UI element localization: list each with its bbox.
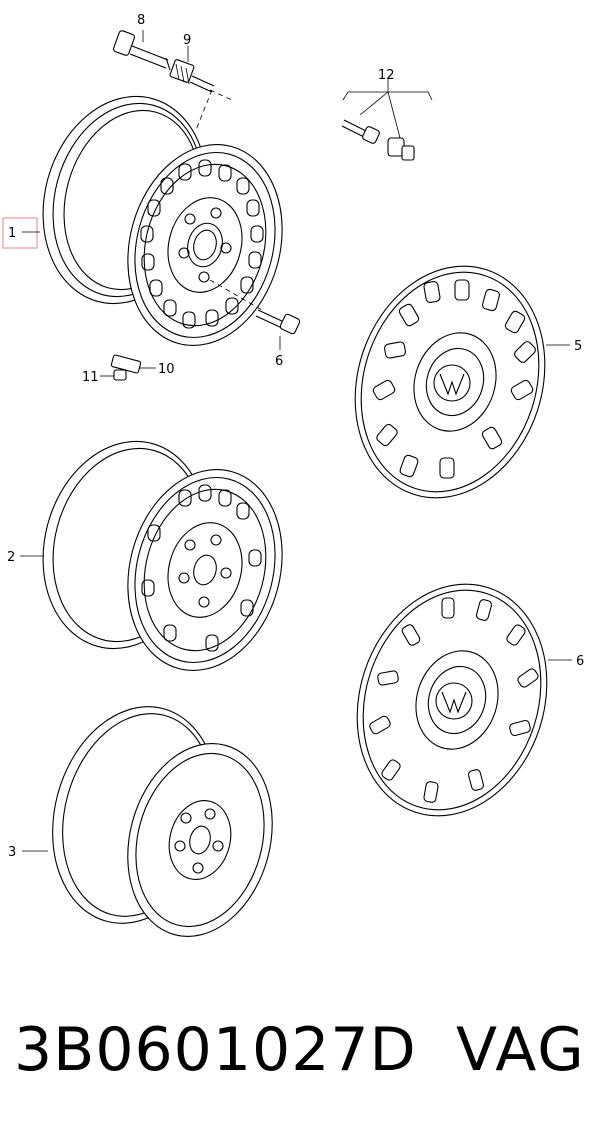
svg-text:11: 11 bbox=[82, 370, 99, 385]
steel-wheel-1 bbox=[42, 95, 283, 346]
svg-text:9: 9 bbox=[183, 33, 191, 48]
wheel-parts-diagram: 8 9 bbox=[2, 13, 584, 937]
svg-text:5: 5 bbox=[574, 339, 582, 354]
sensor-parts-10-11 bbox=[110, 354, 142, 381]
svg-text:1: 1 bbox=[8, 226, 16, 241]
steel-wheel-2 bbox=[42, 440, 283, 671]
svg-text:6: 6 bbox=[576, 654, 584, 669]
valve-stem-8 bbox=[113, 30, 171, 71]
svg-text:6: 6 bbox=[275, 354, 283, 369]
steel-wheel-3 bbox=[52, 706, 273, 937]
hubcap-5 bbox=[354, 265, 546, 499]
svg-text:10: 10 bbox=[158, 362, 175, 377]
part-footer: 3B0601027D VAG bbox=[0, 1005, 600, 1115]
svg-text:12: 12 bbox=[378, 68, 395, 83]
svg-text:8: 8 bbox=[137, 13, 145, 28]
highlight-box bbox=[2, 217, 38, 249]
part-number: 3B0601027D bbox=[14, 1015, 417, 1085]
hubcap-6 bbox=[356, 583, 548, 817]
bolts-12 bbox=[341, 78, 433, 161]
svg-text:2: 2 bbox=[7, 550, 15, 565]
valve-insert-9 bbox=[169, 59, 215, 93]
svg-text:3: 3 bbox=[8, 845, 16, 860]
wheel-bolt-7 bbox=[209, 279, 301, 335]
brand-label: VAG bbox=[456, 1015, 586, 1085]
